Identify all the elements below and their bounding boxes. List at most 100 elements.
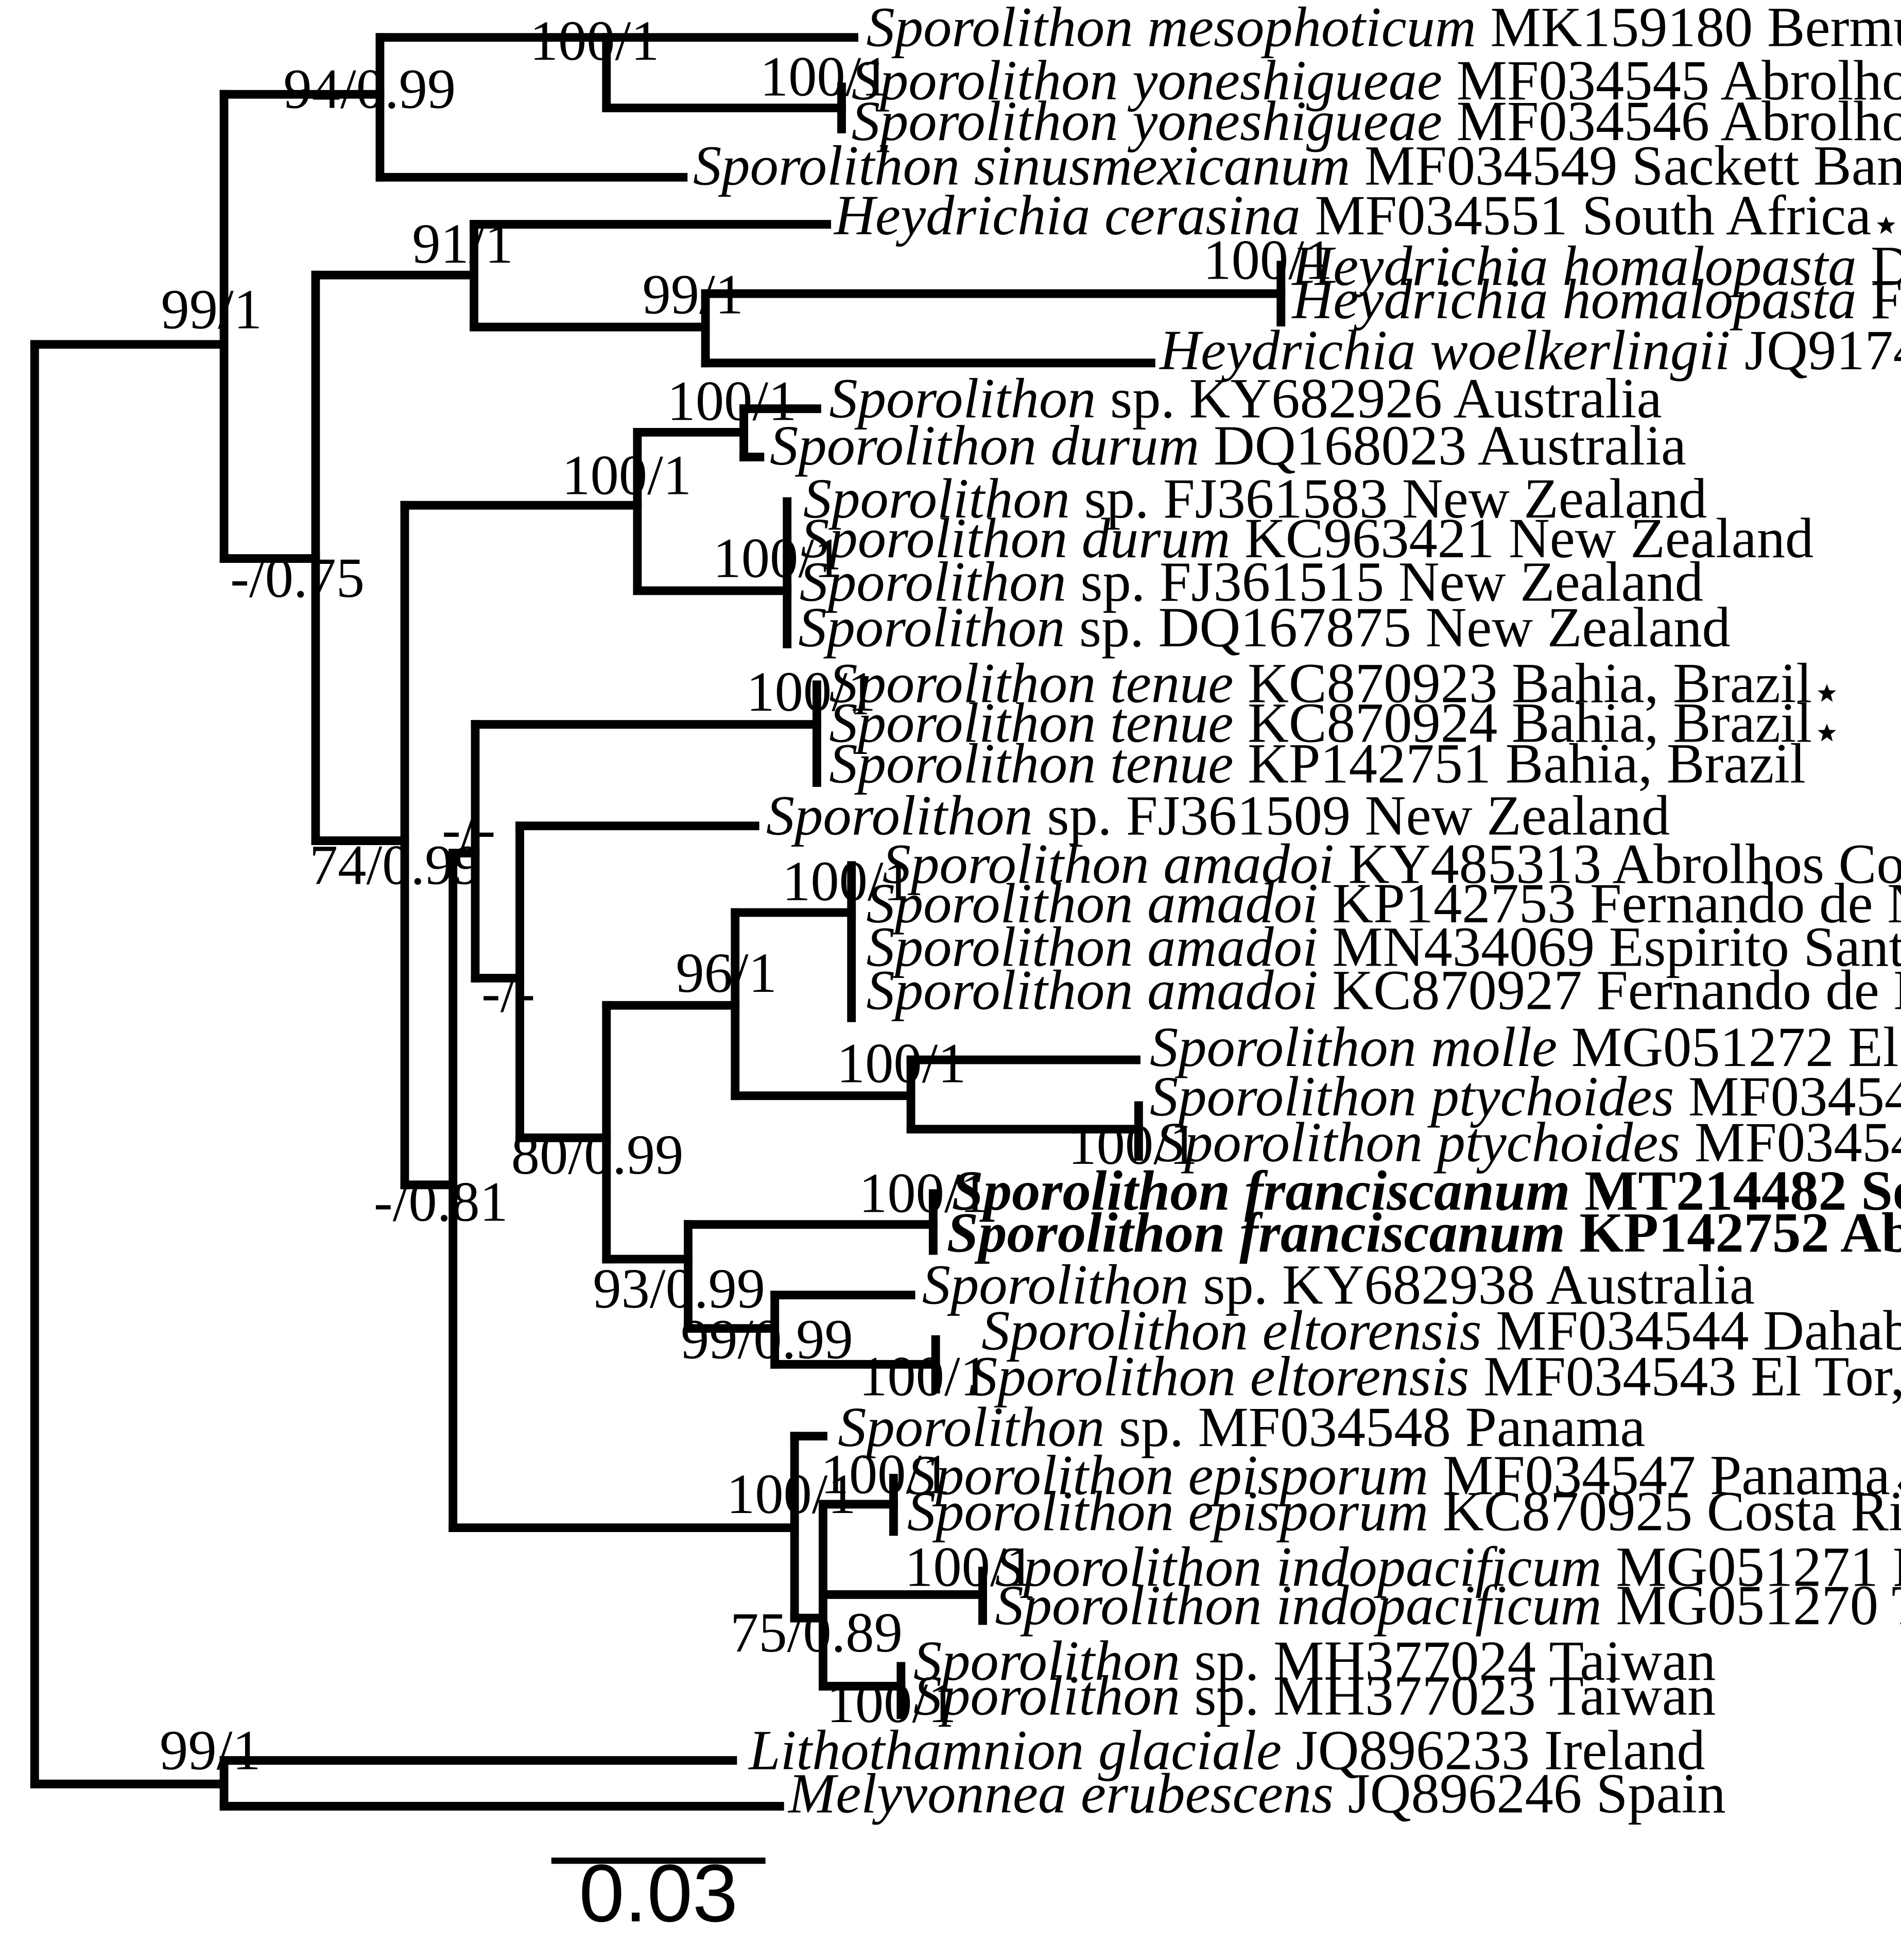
- taxon-name: Sporolithon sinusmexicanum: [693, 134, 1350, 197]
- support-value: 99/1: [161, 277, 262, 340]
- taxon-name: Sporolithon: [838, 1395, 1104, 1458]
- tip-label: Sporolithon episporum KC870925 Costa Ric…: [907, 1479, 1901, 1542]
- tip-label: Sporolithon indopacificum MG051270 Tanza…: [995, 1573, 1901, 1637]
- taxon-name: Sporolithon episporum: [907, 1443, 1428, 1507]
- support-value: 96/1: [676, 941, 777, 1004]
- tip-label: Sporolithon ptychoides MF034542 El Tor, …: [1150, 1064, 1901, 1128]
- star-icon: [1817, 724, 1837, 742]
- accession-locality: MK159180 Bermuda: [1476, 0, 1901, 58]
- tip-label: Melyvonnea erubescens JQ896246 Spain: [787, 1761, 1726, 1825]
- accession-locality: KP142753 Fernando de Noronha, Brazil: [1318, 871, 1901, 935]
- accession-locality: MF034544 Dahab, Egypt: [1481, 1298, 1901, 1362]
- accession-locality: JQ896233 Ireland: [1282, 1718, 1705, 1781]
- tip-labels: Sporolithon mesophoticum MK159180 Bermud…: [693, 0, 1901, 1825]
- star-icon: [1817, 684, 1837, 702]
- taxon-name: Sporolithon amadoi: [867, 915, 1318, 978]
- accession-locality: MF034543 El Tor, Egypt: [1469, 1344, 1901, 1407]
- taxon-name: Sporolithon: [913, 1629, 1180, 1692]
- taxon-name: Sporolithon amadoi: [883, 832, 1334, 895]
- accession-locality: sp. MH377023 Taiwan: [1180, 1664, 1716, 1727]
- accession-locality: FJ361548 New Zealand: [1857, 267, 1901, 331]
- support-value: 100/1: [667, 369, 797, 432]
- accession-locality: sp. KY682926 Australia: [1096, 367, 1662, 430]
- taxon-name: Melyvonnea erubescens: [787, 1761, 1334, 1825]
- accession-locality: KC870927 Fernando de Noronha, Brazil: [1318, 958, 1901, 1021]
- tip-label: Sporolithon sp. FJ361509 New Zealand: [766, 784, 1670, 847]
- accession-locality: sp. KY682938 Australia: [1189, 1253, 1755, 1316]
- tip-label: Heydrichia woelkerlingii JQ917415 South …: [1159, 318, 1901, 382]
- accession-locality: MF034549 Sackett Bank, Gulf of Mexico: [1350, 134, 1901, 197]
- support-value: 100/1: [1068, 1113, 1198, 1176]
- tip-label: Lithothamnion glaciale JQ896233 Ireland: [748, 1718, 1705, 1781]
- tree-branches: [30, 33, 1286, 1811]
- support-value: -/0.81: [374, 1170, 508, 1233]
- taxon-name: Sporolithon: [922, 1253, 1189, 1316]
- accession-locality: MF034551 South Africa: [1301, 183, 1872, 247]
- tip-label: Heydrichia cerasina MF034551 South Afric…: [833, 183, 1871, 247]
- tip-label: Sporolithon tenue KC870924 Bahia, Brazil: [829, 691, 1812, 754]
- tip-label: Sporolithon sp. KY682926 Australia: [829, 367, 1662, 430]
- tip-label: Sporolithon indopacificum MG051271 Fiji: [995, 1535, 1901, 1598]
- accession-locality: sp. MF034548 Panama: [1104, 1395, 1645, 1458]
- tip-label: Sporolithon franciscanum MT214482 Sergip…: [952, 1159, 1901, 1222]
- accession-locality: KY485313 Abrolhos Continental Shelf, Bra…: [1334, 832, 1901, 895]
- tip-label: Sporolithon amadoi MN434069 Espirito San…: [867, 915, 1901, 978]
- accession-locality: MG051270 Tanzania: [1602, 1573, 1901, 1637]
- accession-locality: sp. FJ361509 New Zealand: [1033, 784, 1670, 847]
- accession-locality: sp. FJ361515 New Zealand: [1066, 549, 1703, 613]
- support-value: 100/1: [713, 526, 843, 590]
- support-value: 100/1: [562, 443, 692, 507]
- taxon-name: Sporolithon: [766, 784, 1033, 847]
- accession-locality: KP142752 Abrolhos Continental Shelf, Bra…: [1565, 1201, 1901, 1264]
- support-value: 100/1: [727, 1462, 856, 1525]
- taxon-name: Sporolithon molle: [1150, 1015, 1557, 1078]
- tip-label: Sporolithon tenue KP142751 Bahia, Brazil: [829, 732, 1805, 795]
- accession-locality: sp. FJ361583 New Zealand: [1070, 467, 1707, 530]
- tip-label: Sporolithon amadoi KC870927 Fernando de …: [867, 958, 1901, 1021]
- accession-locality: MF034547 Panama: [1428, 1443, 1890, 1507]
- tip-label: Heydrichia homalopasta FJ361548 New Zeal…: [1291, 267, 1901, 331]
- tip-label: Sporolithon durum KC963421 New Zealand: [801, 506, 1813, 570]
- accession-locality: MF034546 Abrolhos Continental Shelf, Bra…: [1442, 89, 1901, 152]
- support-value: 80/0.99: [511, 1123, 684, 1186]
- taxon-name: Sporolithon eltorensis: [969, 1344, 1469, 1407]
- taxon-name: Heydrichia woelkerlingii: [1159, 318, 1730, 382]
- tip-label: Sporolithon amadoi KY485313 Abrolhos Con…: [883, 832, 1901, 895]
- taxon-name: Sporolithon: [913, 1664, 1180, 1727]
- tip-label: Sporolithon amadoi KP142753 Fernando de …: [867, 871, 1901, 935]
- taxon-name: Sporolithon franciscanum: [947, 1201, 1565, 1264]
- taxon-name: Sporolithon franciscanum: [952, 1159, 1570, 1222]
- accession-locality: DQ167937 New Zealand: [1857, 234, 1901, 297]
- taxon-name: Sporolithon durum: [770, 414, 1199, 477]
- support-value: 100/1: [859, 1161, 989, 1225]
- taxon-name: Lithothamnion glaciale: [748, 1718, 1282, 1781]
- accession-locality: KP142751 Bahia, Brazil: [1233, 732, 1805, 795]
- tip-label: Sporolithon yoneshigueae MF034545 Abrolh…: [852, 48, 1901, 112]
- support-value: 99/1: [642, 263, 744, 326]
- taxon-name: Sporolithon yoneshigueae: [852, 89, 1442, 152]
- tip-label: Sporolithon mesophoticum MK159180 Bermud…: [867, 0, 1901, 58]
- taxon-name: Sporolithon yoneshigueae: [852, 48, 1442, 112]
- tip-label: Sporolithon sp. FJ361515 New Zealand: [800, 549, 1703, 613]
- accession-locality: MF034545 Abrolhos Continental Shelf, Bra…: [1442, 48, 1901, 112]
- support-value: 94/0.99: [283, 57, 456, 121]
- taxon-name: Sporolithon: [798, 595, 1065, 659]
- support-value: 100/1: [821, 1442, 950, 1505]
- taxon-name: Sporolithon amadoi: [867, 958, 1318, 1021]
- tip-label: Heydrichia homalopasta DQ167937 New Zeal…: [1291, 234, 1901, 297]
- accession-locality: MF034542 El Tor, Egypt: [1674, 1064, 1901, 1128]
- accession-locality: sp. DQ167875 New Zealand: [1065, 595, 1731, 659]
- tip-label: Sporolithon franciscanum KP142752 Abrolh…: [947, 1201, 1901, 1264]
- support-value: 100/1: [530, 9, 660, 72]
- taxon-name: Sporolithon tenue: [829, 651, 1233, 714]
- support-value: -/0.75: [230, 546, 365, 609]
- tip-label: Sporolithon eltorensis MF034544 Dahab, E…: [981, 1298, 1901, 1362]
- tip-label: Sporolithon eltorensis MF034543 El Tor, …: [969, 1344, 1901, 1407]
- taxon-name: Sporolithon: [803, 467, 1070, 530]
- accession-locality: KC870924 Bahia, Brazil: [1233, 691, 1812, 754]
- accession-locality: KC870925 Costa Rica: [1428, 1479, 1901, 1542]
- tip-label: Sporolithon sp. KY682938 Australia: [922, 1253, 1755, 1316]
- taxon-name: Sporolithon tenue: [829, 732, 1233, 795]
- tip-label: Sporolithon sp. MF034548 Panama: [838, 1395, 1645, 1458]
